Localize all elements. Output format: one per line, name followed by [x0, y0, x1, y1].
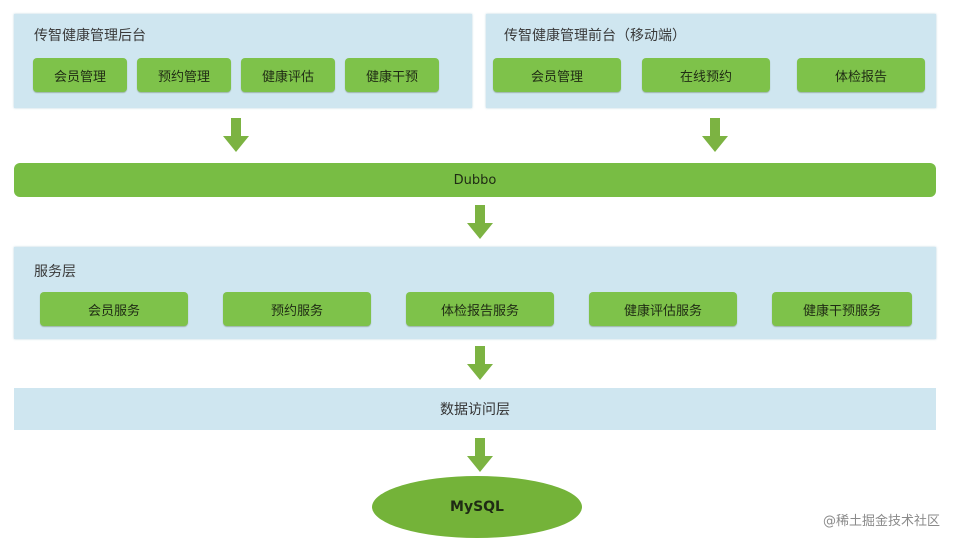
backend-module-intervention: 健康干预 [345, 58, 439, 92]
watermark: @稀土掘金技术社区 [822, 514, 940, 529]
backend-module-member: 会员管理 [33, 58, 127, 92]
arrow-down-icon [467, 205, 493, 239]
service-appointment: 预约服务 [223, 292, 371, 326]
service-layer-panel: 服务层 会员服务 预约服务 体检报告服务 健康评估服务 健康干预服务 [14, 247, 936, 339]
mysql-database: MySQL [372, 476, 582, 538]
backend-module-assessment: 健康评估 [241, 58, 335, 92]
service-assessment: 健康评估服务 [589, 292, 737, 326]
arrow-down-icon [702, 118, 728, 152]
backend-module-appointment: 预约管理 [137, 58, 231, 92]
frontend-module-online-booking: 在线预约 [642, 58, 770, 92]
frontend-module-member: 会员管理 [493, 58, 621, 92]
backend-panel: 传智健康管理后台 会员管理 预约管理 健康评估 健康干预 [14, 14, 472, 108]
frontend-panel-title: 传智健康管理前台（移动端） [504, 28, 686, 44]
frontend-panel: 传智健康管理前台（移动端） 会员管理 在线预约 体检报告 [486, 14, 936, 108]
service-member: 会员服务 [40, 292, 188, 326]
backend-panel-title: 传智健康管理后台 [34, 28, 146, 44]
dubbo-bar: Dubbo [14, 163, 936, 197]
frontend-module-exam-report: 体检报告 [797, 58, 925, 92]
data-access-layer: 数据访问层 [14, 388, 936, 430]
service-exam-report: 体检报告服务 [406, 292, 554, 326]
arrow-down-icon [223, 118, 249, 152]
service-intervention: 健康干预服务 [772, 292, 912, 326]
arrow-down-icon [467, 346, 493, 380]
arrow-down-icon [467, 438, 493, 472]
service-layer-title: 服务层 [34, 264, 76, 280]
